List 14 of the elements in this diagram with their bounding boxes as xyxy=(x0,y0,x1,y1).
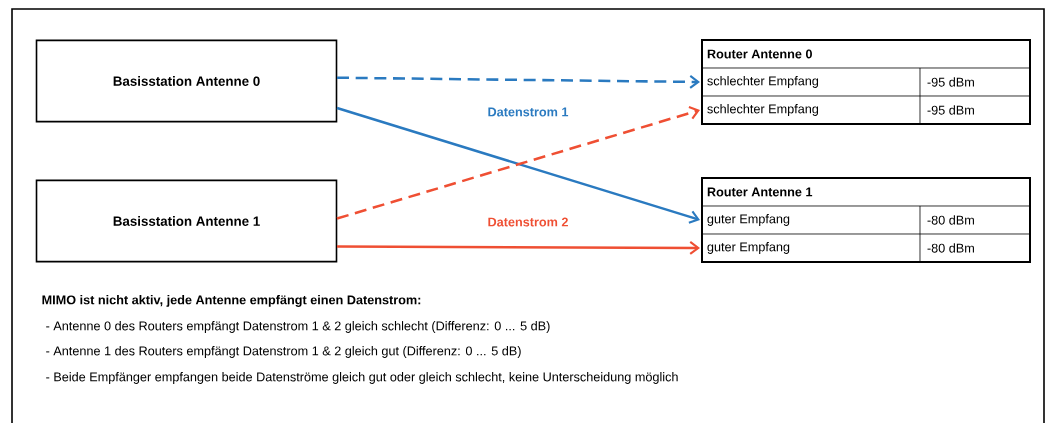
stream-label: Datenstrom 2 xyxy=(488,217,568,227)
table-row: guter Empfang -80 dBm xyxy=(701,205,1031,235)
station-box: Basisstation Antenne 1 xyxy=(35,179,338,263)
note-line: - Antenne 0 des Routers empfängt Datenstrom 1 & 2 gleich schlecht (Differenz: 0 ... 5 dB) xyxy=(46,321,550,333)
note-heading: MIMO ist nicht aktiv, jede Antenne empfängt einen Datenstrom: xyxy=(42,295,421,307)
arrow xyxy=(337,241,700,255)
table-row: guter Empfang -80 dBm xyxy=(701,233,1031,263)
note-line: - Antenne 1 des Routers empfängt Datenstrom 1 & 2 gleich gut (Differenz: 0 ... 5 dB) xyxy=(46,346,521,358)
note-line: - Beide Empfänger empfangen beide Datenströme gleich gut oder gleich schlecht, keine Unterscheidung möglich xyxy=(46,372,678,384)
stream-label: Datenstrom 1 xyxy=(488,107,569,117)
table-row: schlechter Empfang -95 dBm xyxy=(701,95,1031,125)
table-row: schlechter Empfang -95 dBm xyxy=(701,67,1031,97)
station-box: Basisstation Antenne 0 xyxy=(35,39,338,123)
arrow xyxy=(337,75,700,89)
